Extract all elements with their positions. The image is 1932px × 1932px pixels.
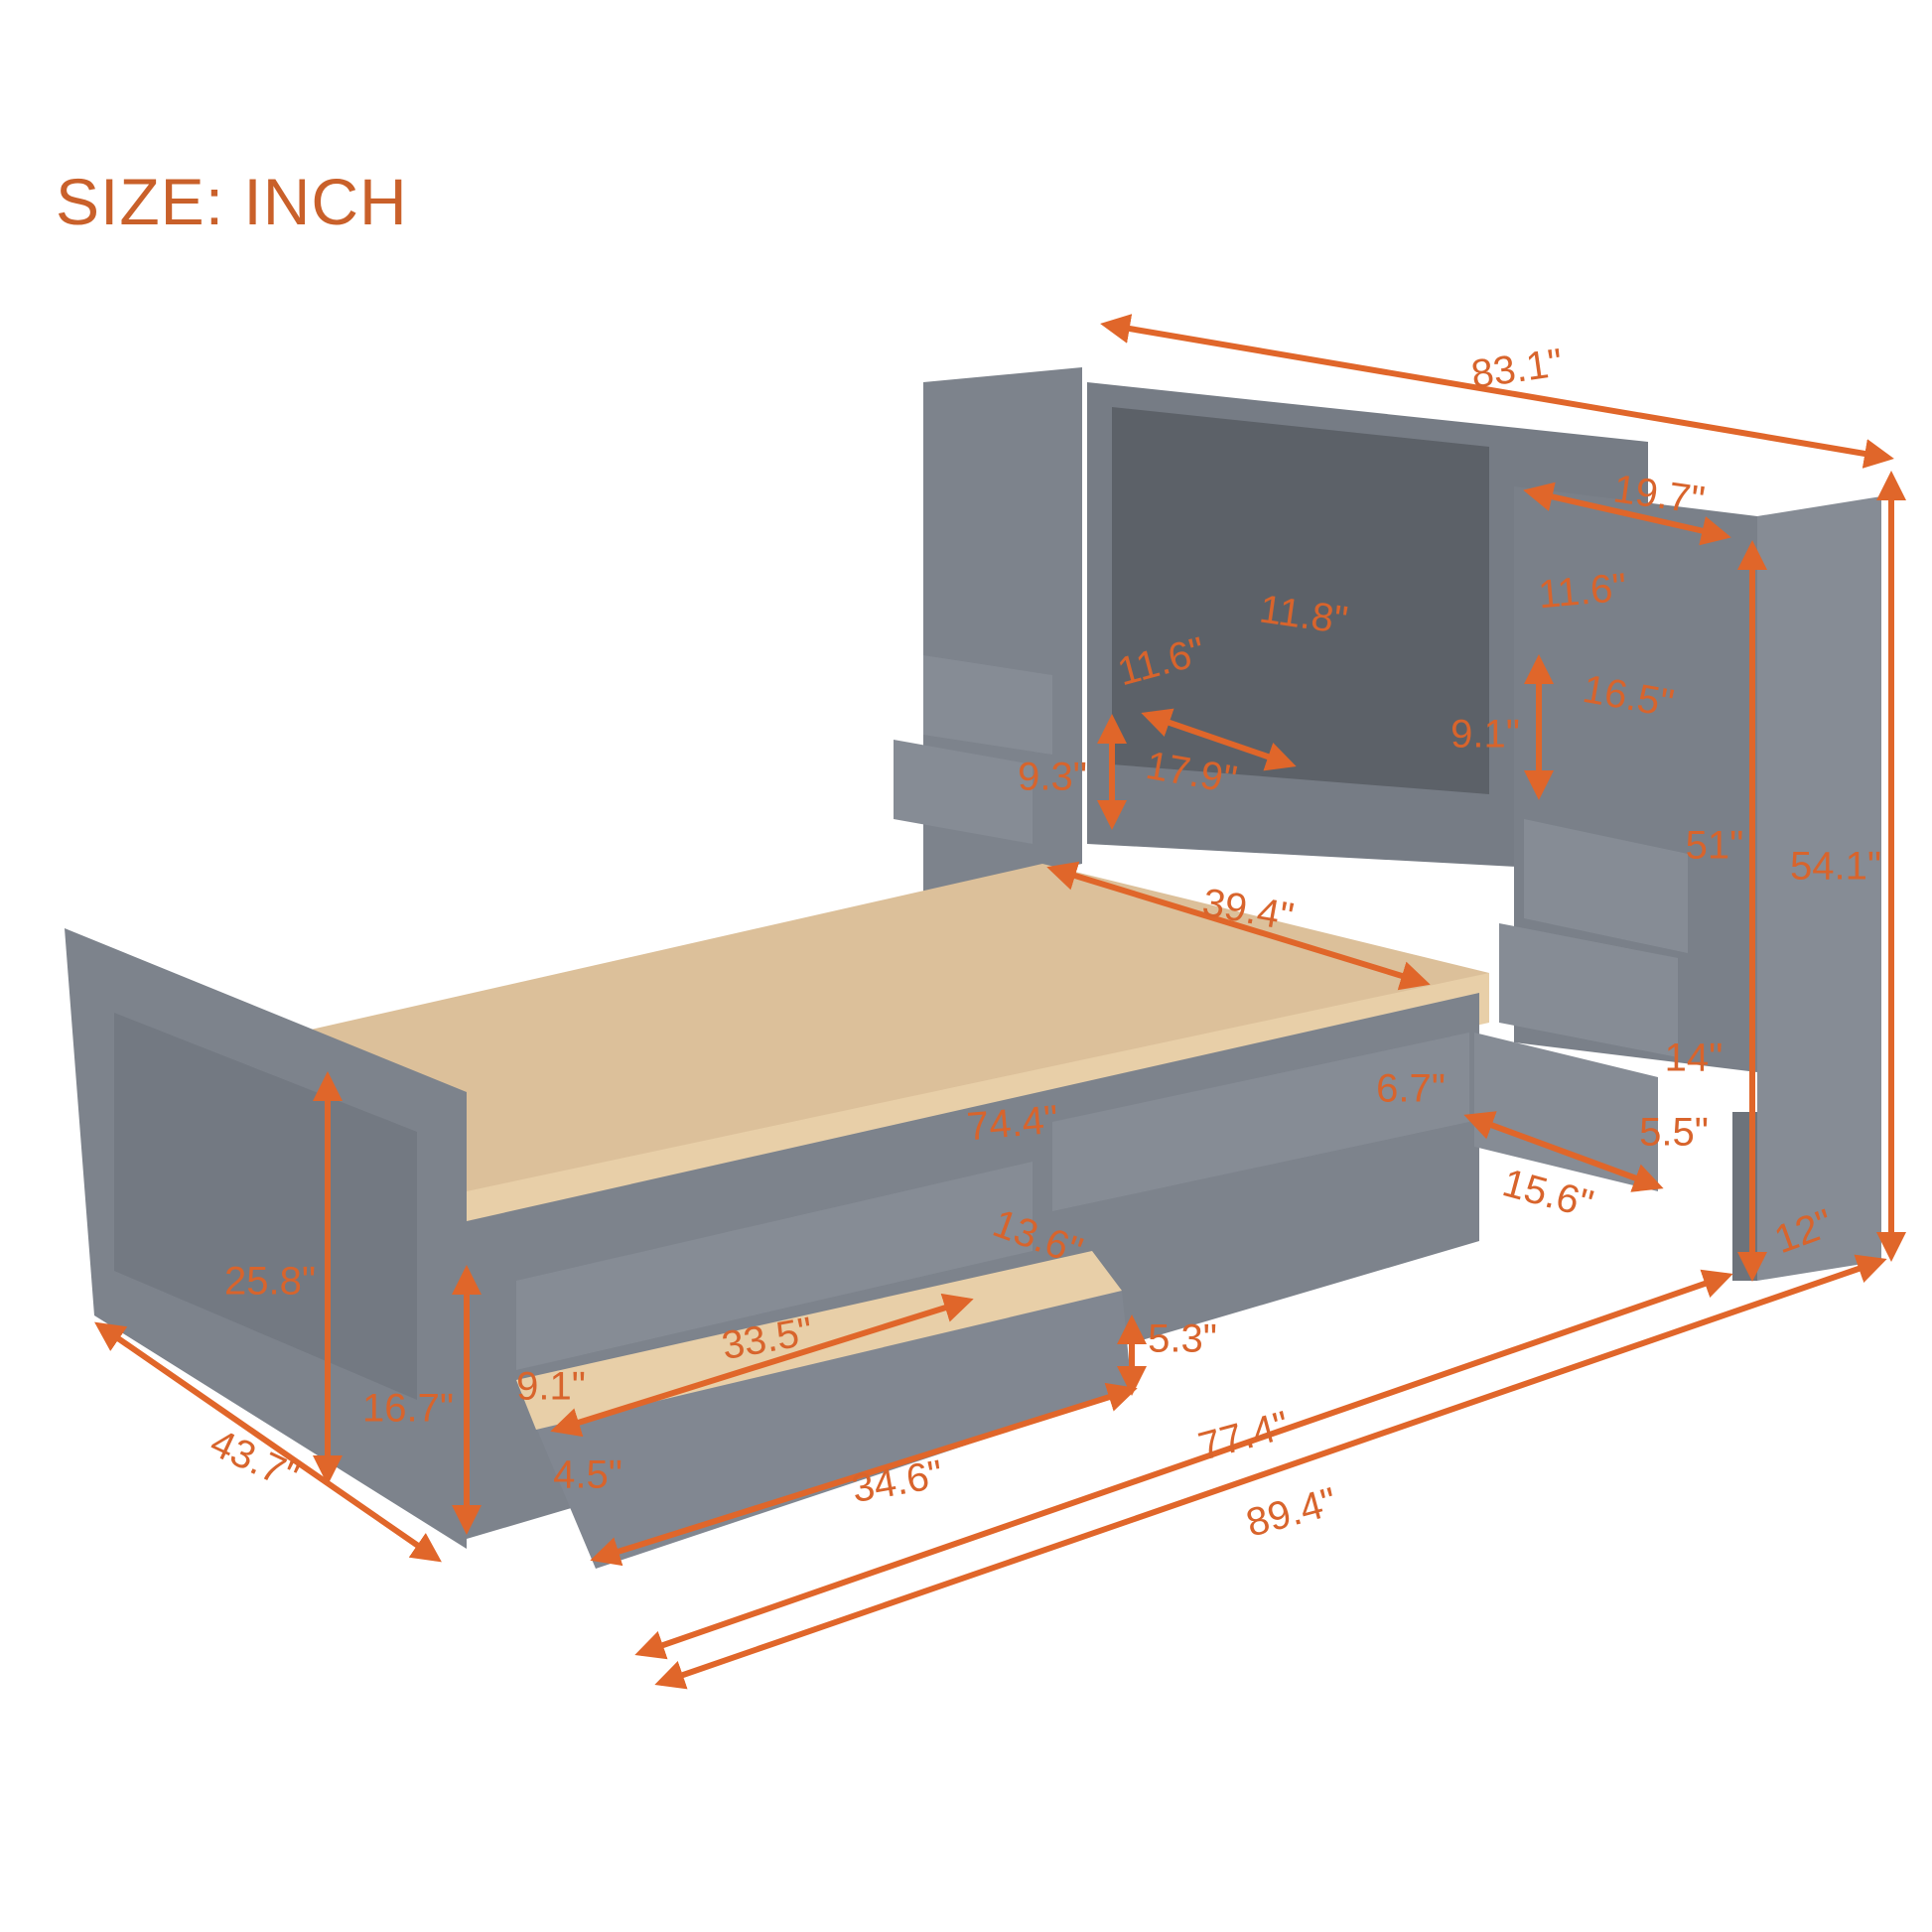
dimension-label-frame-height: 9.1" (516, 1364, 586, 1409)
dimension-label-overall-height: 54.1" (1789, 844, 1882, 889)
dimension-lines (94, 314, 1906, 1690)
dimension-label-side-drawer-height: 6.7" (1376, 1066, 1446, 1111)
dimension-label-right-shelf-depth: 11.6" (1536, 565, 1629, 618)
dimension-label-tower-drawer-depth: 14" (1664, 1035, 1724, 1080)
dimension-label-tower-inner-height: 51" (1685, 823, 1744, 868)
dimension-label-side-rail-height: 16.7" (361, 1386, 455, 1431)
dimension-label-drawer-inner-height: 4.5" (553, 1452, 622, 1497)
dimension-label-bed-inner-length: 74.4" (965, 1097, 1060, 1150)
dimension-label-right-cubby-height: 9.1" (1450, 712, 1520, 757)
dimension-label-footboard-height: 25.8" (223, 1259, 317, 1304)
dimension-label-drawer-height: 5.3" (1148, 1316, 1217, 1361)
dimension-label-left-cubby-height: 9.3" (1018, 755, 1087, 799)
size-unit-title: SIZE: INCH (56, 165, 408, 238)
dimension-label-tower-drawer-height: 5.5" (1639, 1110, 1709, 1155)
